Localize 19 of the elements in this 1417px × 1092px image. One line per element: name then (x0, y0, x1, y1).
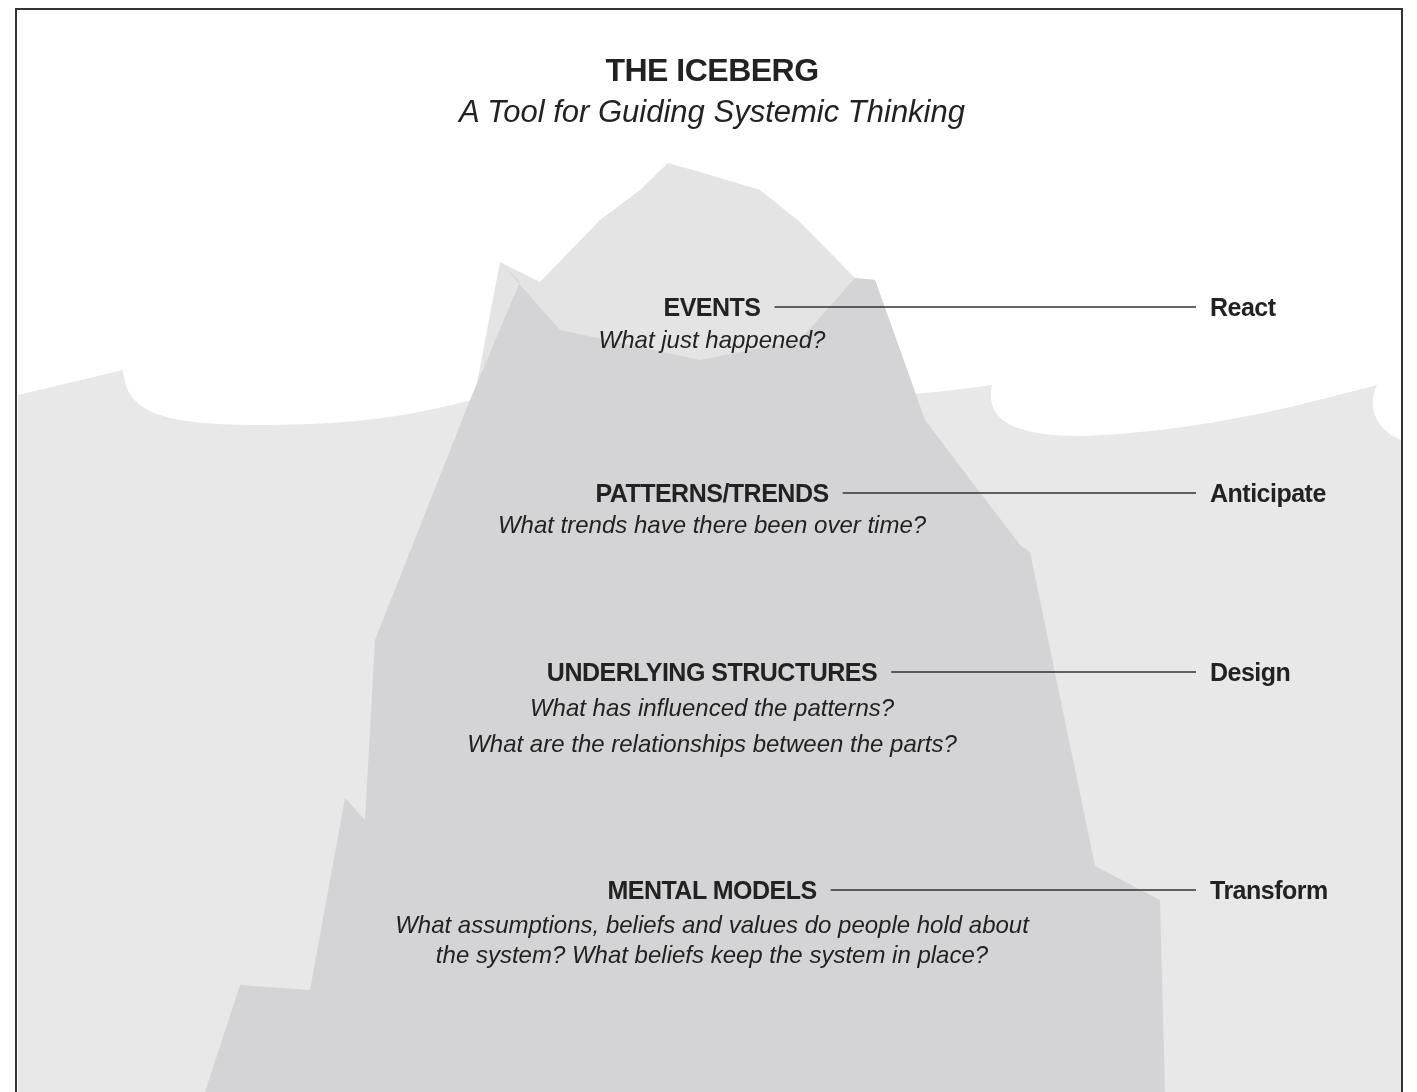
guiding-question: What trends have there been over time? (497, 510, 927, 540)
leader-line (890, 671, 1197, 673)
guiding-question: What are the relationships between the parts? (467, 729, 957, 759)
subtitle: A Tool for Guiding Systemic Thinking (459, 94, 965, 130)
level-heading: PATTERNS/TRENDS (581, 478, 843, 508)
response-label: React (1196, 292, 1290, 322)
level-heading: EVENTS (649, 292, 775, 322)
title: THE ICEBERG (605, 52, 819, 89)
level-heading: UNDERLYING STRUCTURES (532, 657, 892, 687)
response-label: Anticipate (1196, 478, 1340, 508)
leader-line (830, 889, 1197, 891)
response-label: Design (1196, 657, 1305, 687)
guiding-question: What just happened? (598, 325, 826, 355)
leader-line (842, 492, 1197, 494)
leader-line (773, 306, 1197, 308)
guiding-question: What has influenced the patterns? (529, 693, 895, 723)
level-heading: MENTAL MODELS (593, 875, 831, 905)
response-label: Transform (1196, 875, 1342, 905)
guiding-question: What assumptions, beliefs and values do people hold about the system? What beliefs keep the system in place? (394, 910, 1031, 970)
